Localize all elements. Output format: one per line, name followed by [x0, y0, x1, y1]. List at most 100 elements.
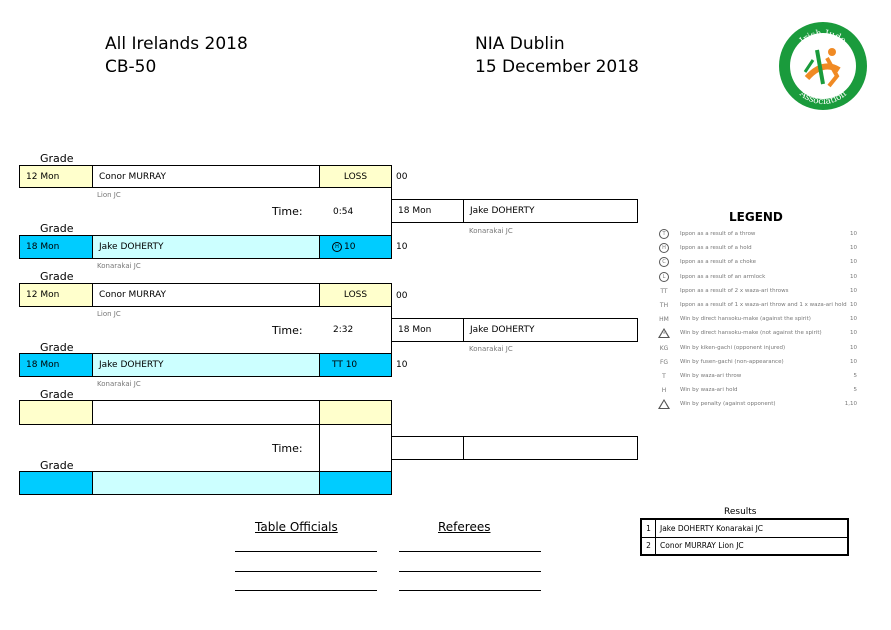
legend-circle-icon: T — [657, 229, 671, 239]
legend-symbol: FG — [659, 358, 669, 366]
legend-title: LEGEND — [729, 210, 783, 224]
legend-points: 5 — [853, 373, 858, 379]
legend-triangle-icon — [657, 399, 671, 410]
result-place: 2 — [642, 537, 656, 554]
red-grade-empty — [19, 400, 93, 425]
event-category: CB-50 — [105, 57, 157, 77]
event-title: All Irelands 2018 — [105, 34, 248, 54]
blue-result: TT 10 — [319, 353, 392, 377]
signature-line — [399, 571, 541, 572]
blue-name: Jake DOHERTY — [92, 353, 320, 377]
grade-label: Grade — [40, 459, 74, 472]
legend-circle-icon: C — [657, 257, 671, 268]
results-row: 2 Conor MURRAY Lion JC — [642, 537, 847, 554]
legend-points: 10 — [850, 316, 857, 323]
legend-description: Win by direct hansoku-make (against the … — [680, 316, 811, 323]
legend-symbol: C — [659, 257, 669, 268]
match-time-frame — [319, 424, 392, 472]
results-table: 1 Jake DOHERTY Konarakai JC 2 Conor MURR… — [640, 518, 849, 556]
red-club: Lion JC — [97, 310, 121, 318]
time-label: Time: — [272, 205, 303, 218]
blue-grade: 18 Mon — [19, 235, 93, 259]
signature-line — [235, 571, 377, 572]
legend-row: H Ippon as a result of a hold 10 — [657, 243, 863, 255]
legend-symbol: HM — [659, 316, 669, 324]
legend-points: 10 — [850, 259, 857, 266]
legend-symbol: KG — [659, 344, 669, 352]
triangle-icon — [658, 399, 670, 410]
blue-club: Konarakai JC — [97, 380, 141, 388]
legend-description: Ippon as a result of a choke — [680, 259, 757, 266]
legend-row: HM Win by direct hansoku-make (not agains… — [657, 328, 863, 340]
grade-label: Grade — [40, 388, 74, 401]
legend-description: Ippon as a result of an armlock — [680, 273, 766, 280]
red-name: Conor MURRAY — [92, 283, 320, 307]
results-title: Results — [724, 507, 757, 517]
blue-name-empty — [92, 471, 320, 495]
legend-symbol: H — [661, 387, 667, 395]
winner-name: Jake DOHERTY — [463, 318, 638, 342]
result-place: 1 — [642, 520, 656, 537]
referees-heading: Referees — [438, 520, 491, 534]
legend-row: C Ippon as a result of a choke 10 — [657, 257, 863, 269]
legend-row: T Win by waza-ari throw 5 — [657, 371, 863, 383]
red-result-empty — [319, 400, 392, 425]
signature-line — [399, 590, 541, 591]
legend-symbol: HM — [661, 331, 667, 336]
legend-symbol: T — [662, 373, 666, 380]
blue-score: 10 — [396, 360, 408, 370]
red-club: Lion JC — [97, 191, 121, 199]
match-time: 2:32 — [333, 325, 354, 335]
legend-points: 10 — [850, 245, 857, 252]
winner-grade: 18 Mon — [391, 318, 464, 342]
legend-circle-icon: H — [657, 243, 671, 254]
blue-score: 10 — [396, 242, 408, 252]
blue-club: Konarakai JC — [97, 262, 141, 270]
legend-points: 10 — [850, 302, 857, 308]
blue-name: Jake DOHERTY — [92, 235, 320, 259]
red-name: Conor MURRAY — [92, 165, 320, 188]
grade-label: Grade — [40, 341, 74, 354]
grade-label: Grade — [40, 270, 74, 283]
blue-result: 10 — [344, 242, 356, 252]
legend-symbol: TT — [660, 287, 668, 295]
legend-points: 10 — [850, 358, 857, 365]
winner-name-empty — [463, 436, 638, 460]
legend-row: HM Win by direct hansoku-make (against th… — [657, 314, 863, 326]
legend-description: Win by waza-ari throw — [680, 373, 742, 379]
winner-name: Jake DOHERTY — [463, 199, 638, 223]
legend-description: Win by fusen-gachi (non-appearance) — [680, 358, 784, 365]
winner-grade: 18 Mon — [391, 199, 464, 223]
legend-description: Ippon as a result of a hold — [680, 245, 752, 252]
legend-description: Win by direct hansoku-make (not against … — [680, 330, 822, 337]
grade-label: Grade — [40, 152, 74, 165]
legend-description: Win by waza-ari hold — [680, 387, 738, 394]
legend-description: Win by kiken-gachi (opponent injured) — [680, 344, 786, 351]
table-officials-heading: Table Officials — [255, 520, 338, 534]
legend-points: 10 — [850, 330, 857, 337]
results-row: 1 Jake DOHERTY Konarakai JC — [642, 520, 847, 538]
signature-line — [235, 551, 377, 552]
winner-club: Konarakai JC — [469, 227, 513, 235]
legend-description: Ippon as a result of 2 x waza-ari throws — [680, 287, 789, 294]
red-score: 00 — [396, 291, 408, 301]
event-venue: NIA Dublin — [475, 34, 565, 54]
legend-circle-icon: L — [657, 271, 671, 282]
winner-grade-empty — [391, 436, 464, 460]
legend-description: Win by penalty (against opponent) — [680, 401, 776, 408]
legend-symbol: L — [659, 271, 669, 282]
red-score: 00 — [396, 172, 408, 182]
event-date: 15 December 2018 — [475, 57, 639, 77]
blue-result-cell: H 10 — [319, 235, 392, 259]
legend-symbol: H — [659, 243, 669, 254]
blue-result-empty — [319, 471, 392, 495]
result-text: Jake DOHERTY Konarakai JC — [660, 524, 764, 533]
signature-line — [399, 551, 541, 552]
legend-row: FG Win by fusen-gachi (non-appearance) 10 — [657, 357, 863, 369]
legend-symbol: T — [659, 229, 669, 239]
legend-points: 10 — [850, 231, 857, 237]
legend-points: 1,10 — [844, 401, 857, 408]
legend-triangle-icon: HM — [657, 328, 671, 339]
